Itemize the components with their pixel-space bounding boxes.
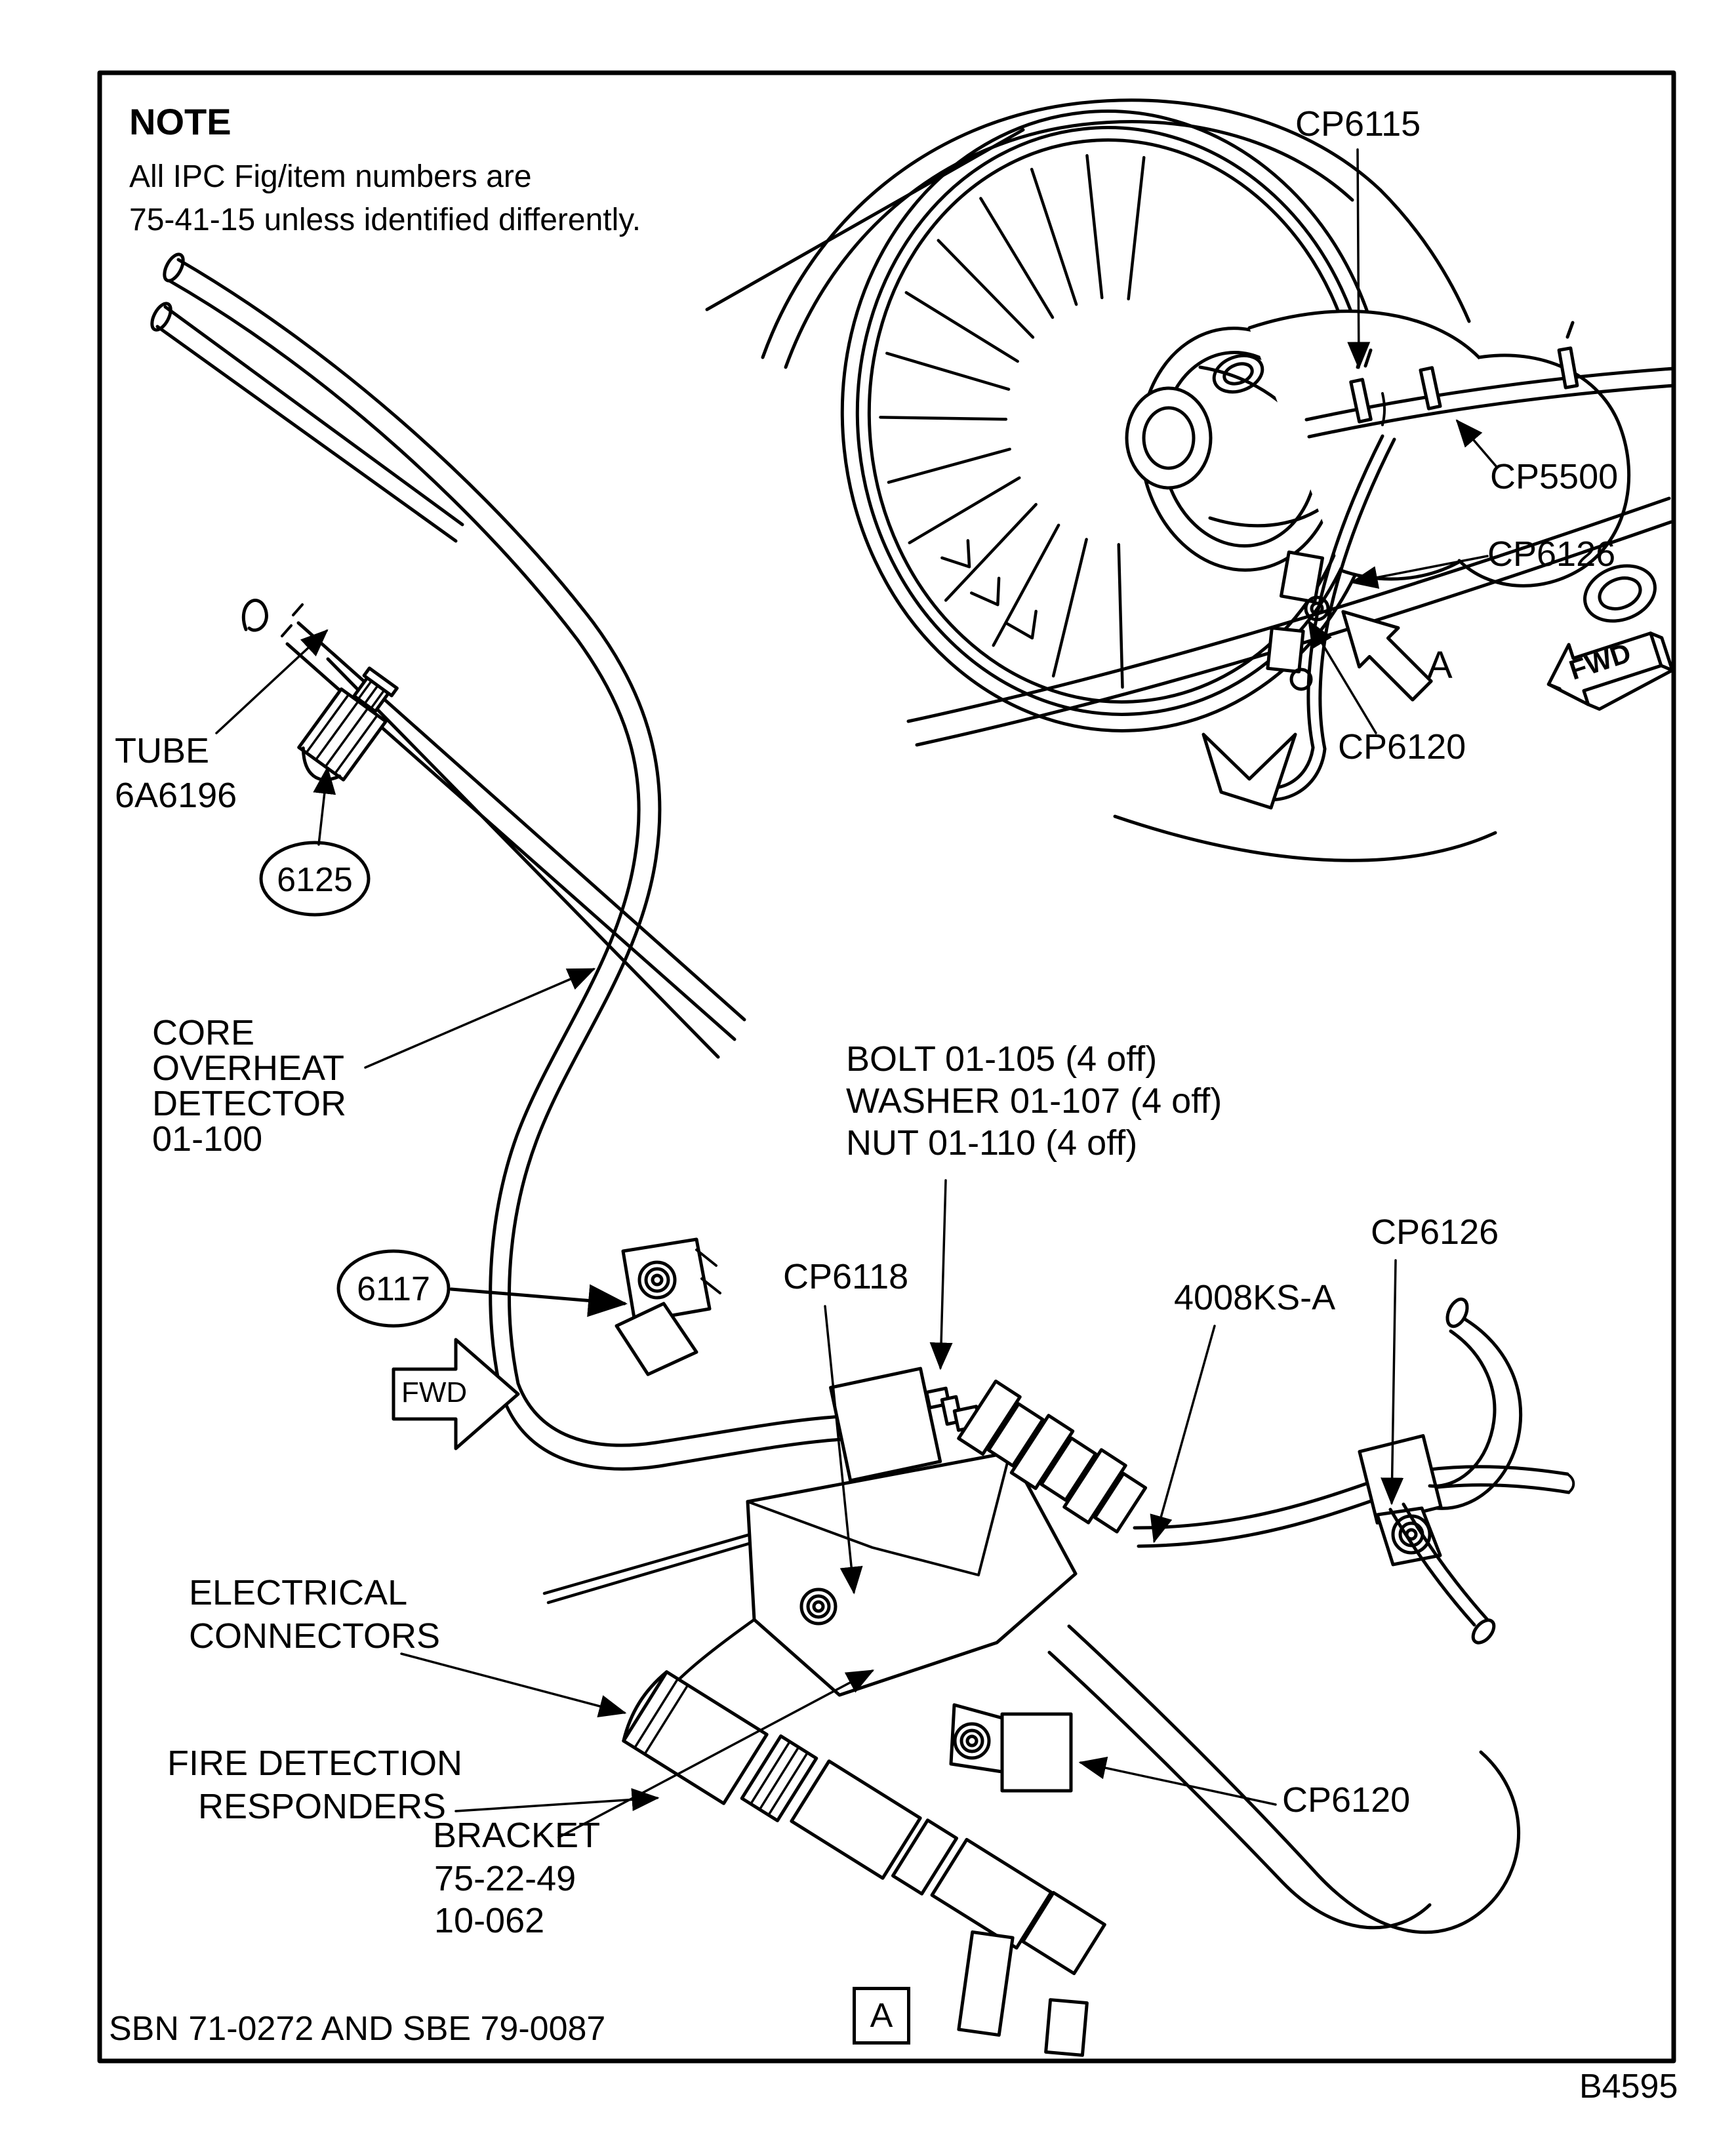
fan-blades <box>879 153 1146 689</box>
lower-clamp-1 <box>957 1930 1015 2037</box>
label-cp6115: CP6115 <box>1295 104 1421 144</box>
label-bracket-fig: 75-22-49 <box>434 1859 576 1898</box>
detector-tube-loop <box>150 252 845 1471</box>
tube-6a6196 <box>281 603 746 1059</box>
responder-end <box>1021 1890 1106 1976</box>
bracket-assembly <box>542 1297 1575 1697</box>
label-cp6126-top: CP6126 <box>1487 534 1616 574</box>
label-cp6120-top: CP6120 <box>1338 727 1466 767</box>
clamp-cp6120-icon <box>949 1703 1073 1793</box>
clamp-6125-icon <box>297 666 399 782</box>
fwd-arrow-right-icon <box>1546 631 1674 711</box>
item-circle-6117 <box>336 1249 451 1328</box>
label-core-4: 01-100 <box>152 1119 263 1159</box>
bracket-plate <box>746 1450 1078 1697</box>
label-fire-detection: FIRE DETECTION <box>167 1744 463 1783</box>
electrical-connector-body <box>622 1670 769 1805</box>
label-cp6126-mid: CP6126 <box>1371 1212 1499 1252</box>
responder-collar <box>740 1734 818 1822</box>
label-tube-part: 6A6196 <box>115 776 237 815</box>
label-cp6120-bottom: CP6120 <box>1282 1780 1411 1820</box>
label-responders: RESPONDERS <box>198 1787 447 1826</box>
detail-a-tube <box>1244 434 1396 802</box>
detail-a-letter: A <box>1427 644 1453 687</box>
item-number-6125: 6125 <box>277 861 353 899</box>
engine-assembly <box>705 98 1676 862</box>
conduit-4008-icon <box>957 1379 1148 1534</box>
responder-stack <box>622 1618 1520 2057</box>
fitting-6117-icon <box>615 1237 721 1376</box>
label-4008ks-a: 4008KS-A <box>1174 1278 1336 1317</box>
clamp-block-icon <box>1266 550 1330 691</box>
label-connectors: CONNECTORS <box>189 1616 441 1656</box>
fwd-arrow-left-icon <box>392 1338 520 1450</box>
label-cp5500: CP5500 <box>1490 457 1619 496</box>
label-tube: TUBE <box>115 731 210 770</box>
footer-reference: SBN 71-0272 AND SBE 79-0087 <box>109 2010 606 2048</box>
responder-body-1 <box>790 1759 922 1880</box>
label-core-3: DETECTOR <box>152 1084 347 1123</box>
label-core-2: OVERHEAT <box>152 1049 345 1088</box>
label-washer: WASHER 01-107 (4 off) <box>846 1081 1222 1121</box>
engine-v-bracket <box>1201 732 1297 810</box>
lower-clamp-2 <box>1044 1998 1089 2057</box>
responder-collar-2 <box>891 1818 959 1896</box>
label-bolt: BOLT 01-105 (4 off) <box>846 1039 1158 1079</box>
item-circle-6125 <box>259 841 371 917</box>
fwd-left-text: FWD <box>401 1376 468 1408</box>
label-electrical: ELECTRICAL <box>189 1573 408 1612</box>
detail-box-a: A <box>853 1987 910 2045</box>
label-core-1: CORE <box>152 1013 255 1052</box>
note-line-2: 75-41-15 unless identified differently. <box>129 203 641 237</box>
note-title: NOTE <box>129 101 232 142</box>
detail-a-arrow-icon <box>1341 610 1433 702</box>
leader-lines <box>215 148 1498 1839</box>
item-number-6117: 6117 <box>357 1270 430 1308</box>
figure-code: B4595 <box>1579 2067 1678 2106</box>
label-bracket: BRACKET <box>433 1816 601 1855</box>
label-cp6118: CP6118 <box>783 1257 909 1296</box>
label-bracket-item: 10-062 <box>434 1901 545 1940</box>
label-nut: NUT 01-110 (4 off) <box>846 1123 1138 1163</box>
note-line-1: All IPC Fig/item numbers are <box>129 159 532 194</box>
figure-border <box>97 70 1676 2064</box>
responder-body-2 <box>930 1837 1053 1950</box>
